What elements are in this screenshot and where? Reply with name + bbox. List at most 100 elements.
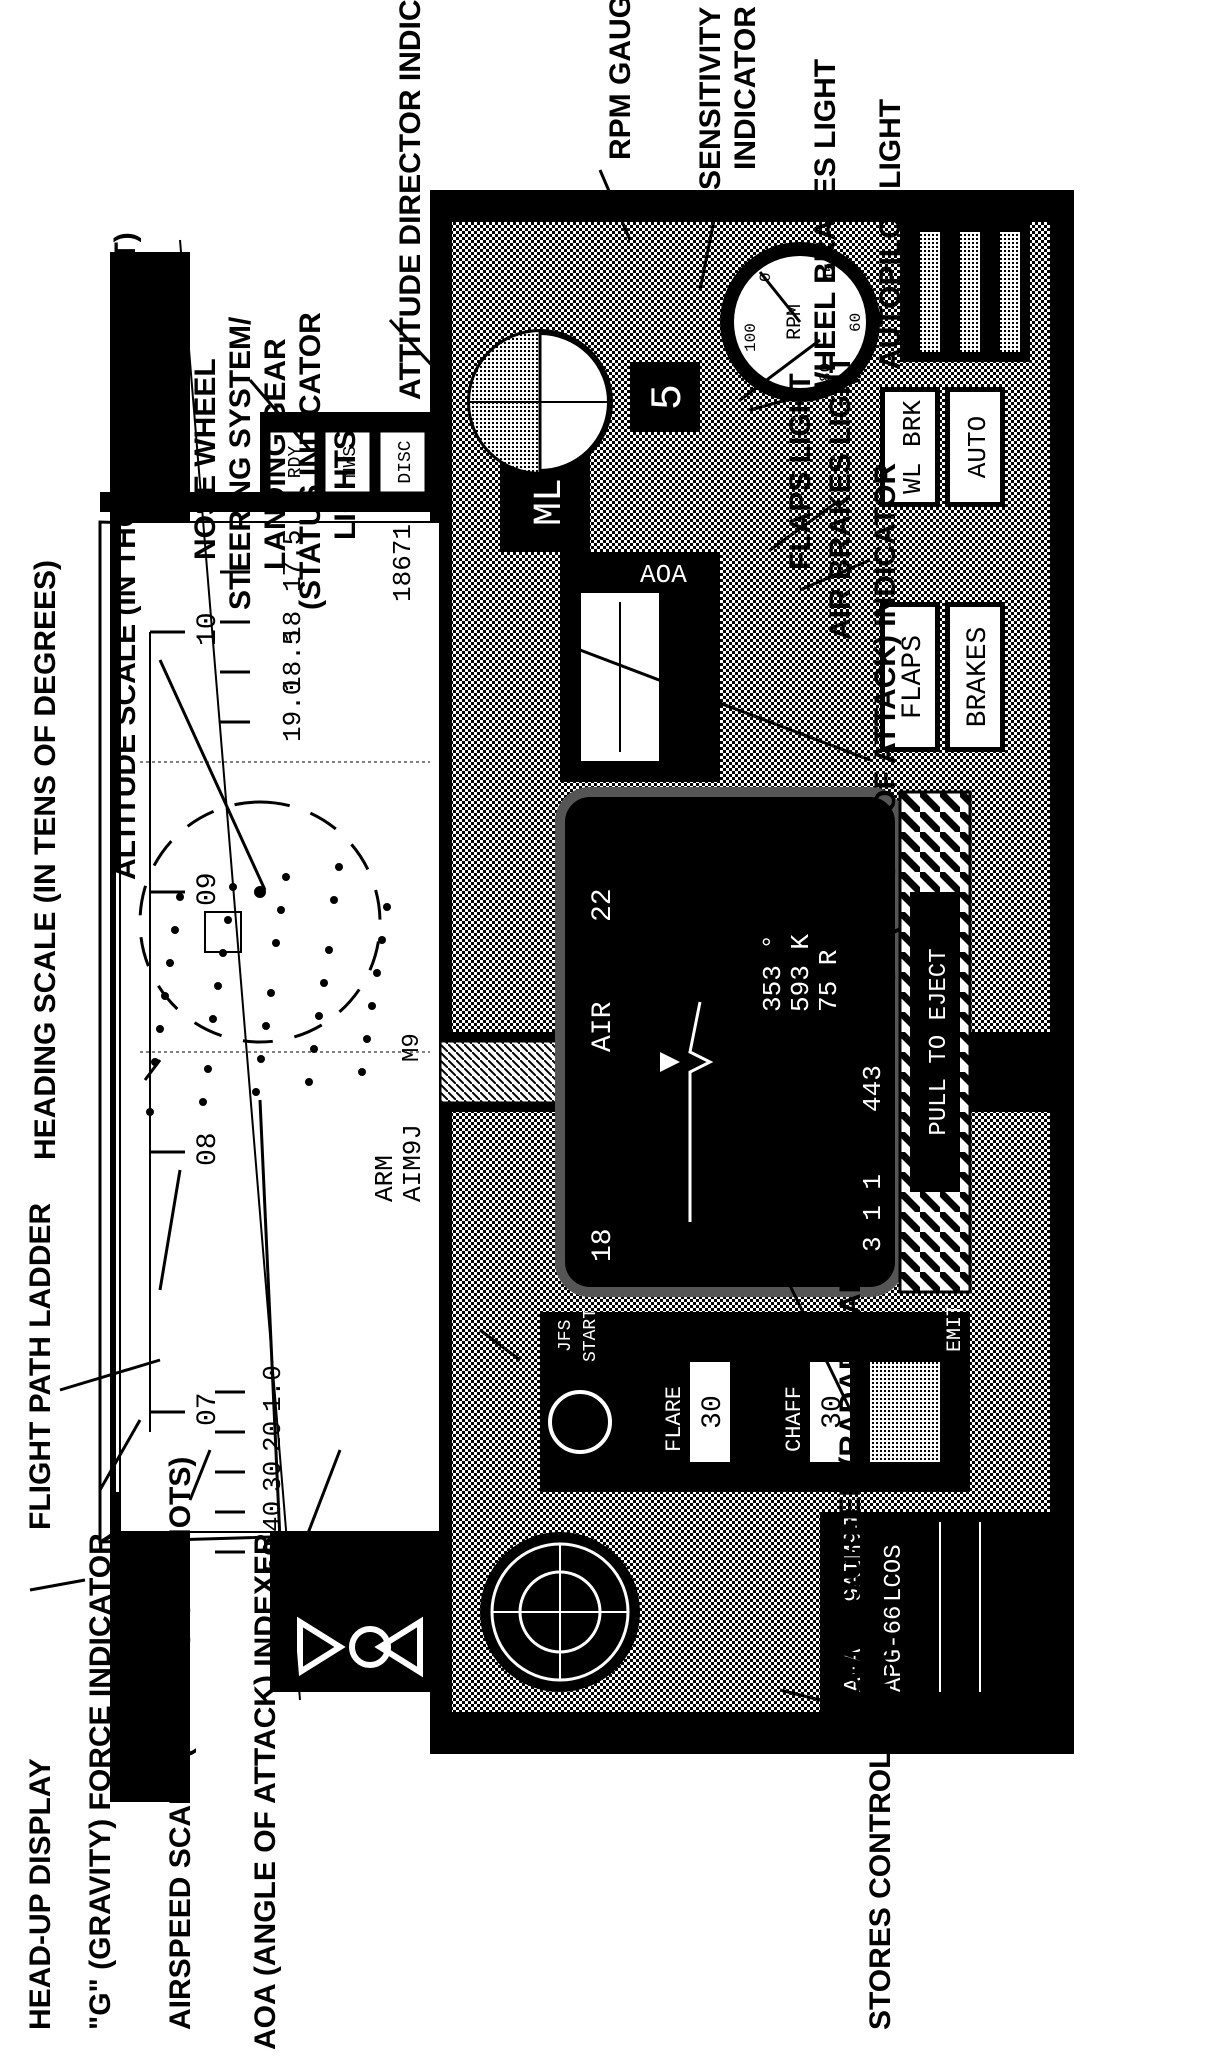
- tracer-dot: [161, 992, 169, 1000]
- label-head-up-display: HEAD-UP DISPLAY: [24, 1758, 57, 2030]
- weapon-arm-text: ARM: [370, 1155, 400, 1202]
- sensitivity-indicator: [900, 202, 1030, 362]
- label-sensitivity-2: INDICATOR: [729, 6, 762, 170]
- comed-heading: 353 °: [758, 934, 788, 1012]
- comed-screen: AIR 22 18 353 ° 593 K 75 R 443 3 1 1: [560, 792, 900, 1292]
- label-autopilot: AUTOPILOT LIGHT: [874, 99, 907, 370]
- label-rpm-gauge: RPM GAUGE: [604, 0, 637, 160]
- tracer-dot: [358, 1068, 366, 1076]
- tracer-dot: [315, 1012, 323, 1020]
- label-aoa-indicator: AOA (ANGLE OF ATTACK) INDICATOR: [869, 463, 902, 1010]
- tracer-dot: [204, 1065, 212, 1073]
- tracer-dot: [363, 1035, 371, 1043]
- svg-text:ML: ML: [528, 478, 573, 526]
- comed-range-bottom: 18: [588, 1228, 619, 1262]
- comed-misc: 3 1 1: [858, 1174, 888, 1252]
- tracer-dot: [310, 1045, 318, 1053]
- svg-text:5: 5: [644, 384, 694, 410]
- heading-tick-label: 07: [193, 1392, 224, 1426]
- flare-label: FLARE: [662, 1386, 687, 1452]
- comed-altitude: 443: [858, 1065, 888, 1112]
- tracer-dot: [156, 1025, 164, 1033]
- label-flight-path-ladder: FLIGHT PATH LADDER: [24, 1202, 57, 1530]
- label-heading-scale: HEADING SCALE (IN TENS OF DEGREES): [29, 560, 62, 1160]
- tracer-dot: [383, 903, 391, 911]
- tracer-dot: [267, 989, 275, 997]
- disc-light: DISC: [396, 440, 416, 483]
- tracer-dot: [335, 863, 343, 871]
- eject-handle: PULL TO EJECT: [900, 792, 970, 1292]
- airspeed-tick-label: 20: [258, 1421, 288, 1452]
- stores-sight: LCOS: [881, 1544, 908, 1602]
- label-g-force-indicator: "G" (GRAVITY) FORCE INDICATOR: [84, 1533, 117, 2030]
- label-aoa-indexer: AOA (ANGLE OF ATTACK) INDEXER: [249, 1533, 282, 2050]
- tracer-dot: [320, 979, 328, 987]
- tracer-dot: [214, 982, 222, 990]
- label-altitude-scale: ALTITUDE SCALE (IN THOUSANDS OF FEET): [109, 232, 142, 880]
- jfs-label: JFS: [556, 1320, 576, 1352]
- sensitivity-digit: 5: [630, 362, 700, 432]
- tracer-dot: [305, 1078, 313, 1086]
- tracer-dot: [257, 1055, 265, 1063]
- chaff-label: CHAFF: [782, 1386, 807, 1452]
- tracer-dot: [368, 1002, 376, 1010]
- tracer-dot: [224, 916, 232, 924]
- label-air-brakes: AIR BRAKES LIGHT: [824, 355, 857, 640]
- heading-tick-label: 08: [193, 1132, 224, 1166]
- weapon-station-text: M9: [399, 1033, 426, 1062]
- label-wheel-brakes: WHEEL BRAKES LIGHT: [809, 59, 842, 400]
- comed-range-top: 22: [588, 888, 619, 922]
- weapon-name-text: AIM9J: [398, 1124, 428, 1202]
- label-sensitivity-1: SENSITIVITY: [694, 7, 727, 190]
- label-nose-wheel-4: (STATUS INDICATOR: [294, 312, 327, 610]
- air-brakes-light: BRAKES: [963, 627, 994, 728]
- tracer-dot: [277, 906, 285, 914]
- comed-mode: AIR: [588, 1001, 619, 1052]
- autopilot-light: AUTO: [963, 416, 993, 478]
- comed-distance: 75 R: [814, 950, 844, 1012]
- rpm-label: RPM: [784, 304, 807, 340]
- label-nose-wheel-1: NOSE WHEEL: [189, 358, 222, 560]
- aoa-indexer: [270, 1532, 440, 1692]
- label-stores-panel: STORES CONTROL PANEL: [864, 1643, 897, 2030]
- tracer-dot: [282, 873, 290, 881]
- altitude-tick-label: 19.0: [278, 680, 308, 742]
- tracer-dot: [176, 893, 184, 901]
- label-airspeed-scale: AIRSPEED SCALE (IN TENS OF KNOTS): [164, 1457, 197, 2030]
- tracer-dot: [252, 1088, 260, 1096]
- label-nose-wheel-3: LANDING GEAR: [259, 338, 292, 570]
- label-flaps: FLAPS LIGHT: [784, 373, 817, 570]
- tracer-dot: [199, 1098, 207, 1106]
- tracer-dot: [166, 959, 174, 967]
- start-label: START: [581, 1308, 601, 1362]
- flaps-light: FLAPS: [898, 635, 929, 719]
- heading-tick-label: 09: [193, 872, 224, 906]
- tracer-dot: [330, 896, 338, 904]
- radar-warning-receiver: [480, 1532, 640, 1692]
- label-comed-screen: COMED SCREEN (RADAR/MAP): [834, 1263, 867, 1720]
- eject-label: PULL TO EJECT: [926, 948, 953, 1135]
- label-attitude-director: ATTITUDE DIRECTOR INDICATOR: [394, 0, 427, 400]
- label-nose-wheel-5: LIGHTS): [329, 420, 362, 540]
- tracer-dot: [373, 969, 381, 977]
- rpm-tick-60: 60: [847, 313, 865, 332]
- tracer-dot: [378, 936, 386, 944]
- wheel-brakes-light: WL BRK: [898, 400, 928, 494]
- emit-label: EMIT: [944, 1304, 967, 1352]
- tracer-dot: [272, 939, 280, 947]
- flare-count: 30: [698, 1395, 729, 1429]
- comed-speed: 593 K: [786, 934, 816, 1012]
- aoa-indicator: AOA: [560, 552, 720, 782]
- tracer-dot: [325, 946, 333, 954]
- countermeasures-panel: JFS START FLARE 30 CHAFF 30 EMIT: [540, 1304, 970, 1492]
- aoa-title: AOA: [640, 560, 687, 590]
- tracer-dot: [209, 1015, 217, 1023]
- label-nose-wheel-2: STEERING SYSTEM/: [224, 316, 257, 610]
- tracer-dot: [146, 1108, 154, 1116]
- tracer-dot: [219, 949, 227, 957]
- rpm-tick-100: 100: [742, 323, 760, 352]
- attitude-director-indicator: [470, 332, 610, 472]
- tracer-dot: [262, 1022, 270, 1030]
